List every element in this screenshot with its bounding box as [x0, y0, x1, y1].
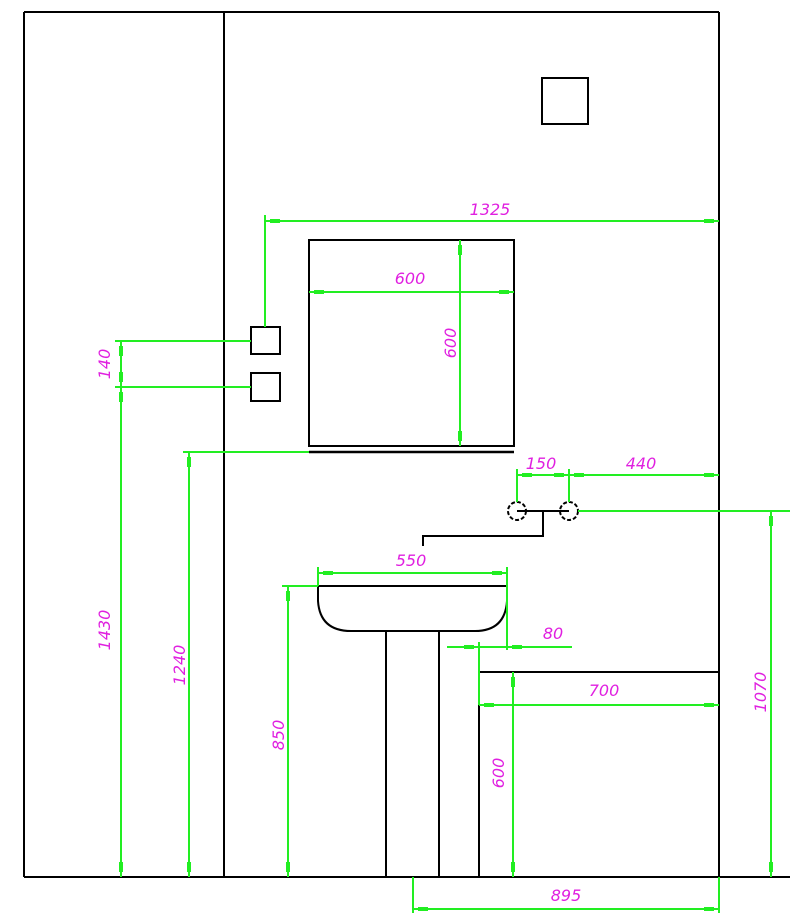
- basin: [317, 585, 508, 632]
- dim-basin-height: 850: [269, 720, 288, 751]
- dim-switch-height: 1430: [95, 610, 114, 651]
- dim-overall-width: 1325: [470, 200, 511, 219]
- dim-mirror-width: 600: [395, 269, 426, 288]
- dim-mirror-bottom-height: 1240: [170, 645, 189, 686]
- switch-upper: [250, 326, 281, 355]
- pipe: [422, 511, 544, 546]
- dim-basin-width: 550: [396, 551, 427, 570]
- dim-basin-overhang: 80: [543, 624, 563, 643]
- dim-tap-height: 1070: [751, 672, 770, 713]
- walls: [23, 11, 790, 878]
- window-vent: [541, 77, 589, 125]
- taps: [422, 501, 579, 546]
- switch-lower: [250, 372, 281, 402]
- dim-pedestal-to-wall: 895: [551, 886, 582, 905]
- dim-switch-spacing: 140: [95, 349, 114, 380]
- dim-tap-to-wall: 440: [626, 454, 657, 473]
- dimension-lines: [115, 215, 790, 913]
- dim-mirror-height: 600: [441, 328, 460, 359]
- dim-bath-length: 700: [589, 681, 620, 700]
- dim-bath-height: 600: [489, 758, 508, 789]
- dimension-labels: 1325 600 600 140 1430 1240 150 440 1070 …: [95, 200, 770, 905]
- mirror: [308, 239, 515, 447]
- dim-tap-spacing: 150: [526, 454, 557, 473]
